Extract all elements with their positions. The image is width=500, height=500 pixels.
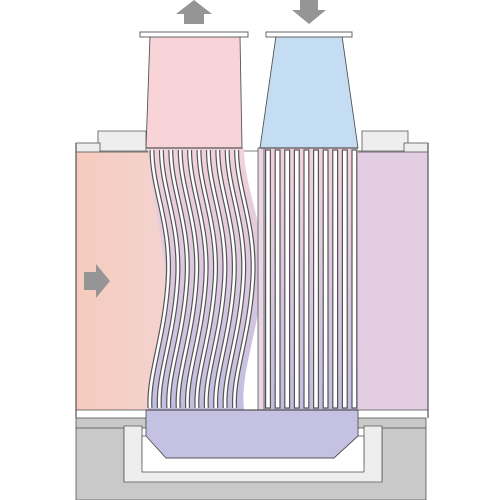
straight-tube [341, 149, 348, 409]
straight-tube [265, 149, 272, 409]
outlet-duct [345, 151, 429, 411]
wavy-tube-bore [186, 149, 208, 409]
straight-tube [293, 149, 300, 409]
wavy-tube-bore [167, 149, 189, 409]
wavy-tube-bank [147, 148, 263, 410]
straight-tube [274, 149, 281, 409]
wavy-tube-bore [233, 149, 255, 409]
wavy-tube-bore [157, 149, 180, 409]
wavy-tube-bore [223, 149, 246, 409]
wavy-tube-bore [148, 149, 170, 409]
straight-tube [313, 149, 320, 409]
wavy-tube-bore [214, 149, 236, 409]
straight-tube [351, 149, 358, 409]
cold-header-flange [265, 31, 353, 38]
straight-tube [332, 149, 339, 409]
wavy-tube-bore [204, 149, 227, 409]
cold-header [259, 35, 359, 149]
straight-tube [284, 149, 291, 409]
wavy-tube-bore [176, 149, 199, 409]
hot-header-flange [139, 31, 249, 38]
housing-side-left [75, 142, 101, 154]
straight-tube-bank [257, 147, 358, 411]
housing-cover [97, 130, 409, 152]
arrow-right-icon [84, 264, 110, 298]
straight-tube [303, 149, 310, 409]
straight-tube [322, 149, 329, 409]
hot-header [145, 35, 243, 149]
housing-side-right [403, 142, 429, 154]
wavy-tube-bore [195, 149, 217, 409]
arrow-up-icon [176, 0, 212, 24]
divider-wall [257, 147, 265, 411]
bottom-collector [145, 409, 359, 459]
arrow-down-icon [292, 0, 326, 24]
